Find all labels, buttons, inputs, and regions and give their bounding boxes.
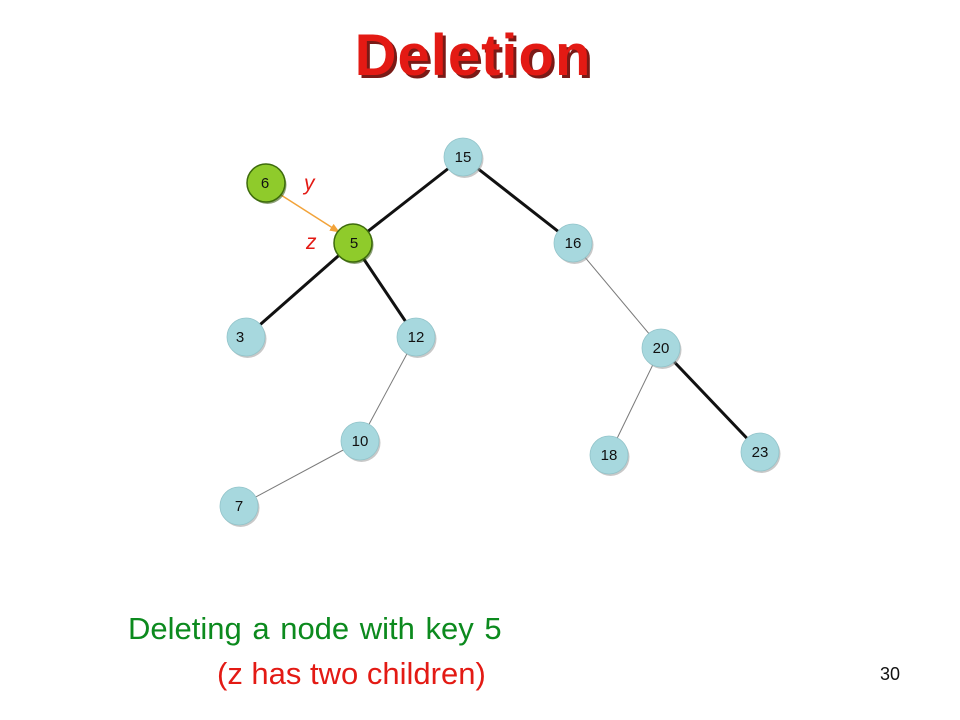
node-key-3: 3 [236, 329, 244, 346]
tree-node-6: 6 [246, 163, 287, 204]
tree-node-18: 18 [589, 435, 630, 476]
tree-edges [238, 155, 762, 507]
node-key-7: 7 [235, 498, 243, 515]
tree-node-23: 23 [740, 432, 781, 473]
label-y: y [302, 172, 316, 195]
caption-line-1: Deleting a node with key 5 [128, 611, 502, 646]
tree-edge-10-7 [238, 440, 361, 507]
tree-node-3: 3 [226, 317, 267, 358]
label-z: z [305, 231, 317, 254]
node-key-6: 6 [261, 175, 269, 192]
tree-edge-20-23 [659, 346, 762, 454]
node-key-23: 23 [752, 444, 769, 461]
tree-node-5: 5 [333, 223, 374, 264]
node-key-10: 10 [352, 433, 369, 450]
node-key-20: 20 [653, 340, 670, 357]
tree-node-7: 7 [219, 486, 260, 527]
tree-node-10: 10 [340, 421, 381, 462]
slide-number: 30 [880, 664, 901, 684]
tree-nodes: 15 5 16 3 12 20 10 18 23 7 6 [219, 137, 781, 527]
tree-edge-16-20 [572, 242, 662, 349]
tree-node-16: 16 [553, 223, 594, 264]
node-key-16: 16 [565, 235, 582, 252]
caption-line-2: (z has two children) [217, 656, 486, 691]
successor-pointer [280, 194, 340, 233]
tree-node-15: 15 [443, 137, 484, 178]
successor-arrow [280, 194, 340, 233]
tree-edge-15-16 [462, 155, 574, 245]
tree-node-20: 20 [641, 328, 682, 369]
node-key-15: 15 [455, 149, 472, 166]
tree-node-12: 12 [396, 317, 437, 358]
slide-title: Deletion [354, 23, 592, 88]
node-key-12: 12 [408, 329, 425, 346]
tree-edge-5-3 [245, 241, 354, 339]
node-key-18: 18 [601, 447, 618, 464]
node-key-5: 5 [350, 235, 358, 252]
tree-edge-15-5 [352, 155, 464, 245]
